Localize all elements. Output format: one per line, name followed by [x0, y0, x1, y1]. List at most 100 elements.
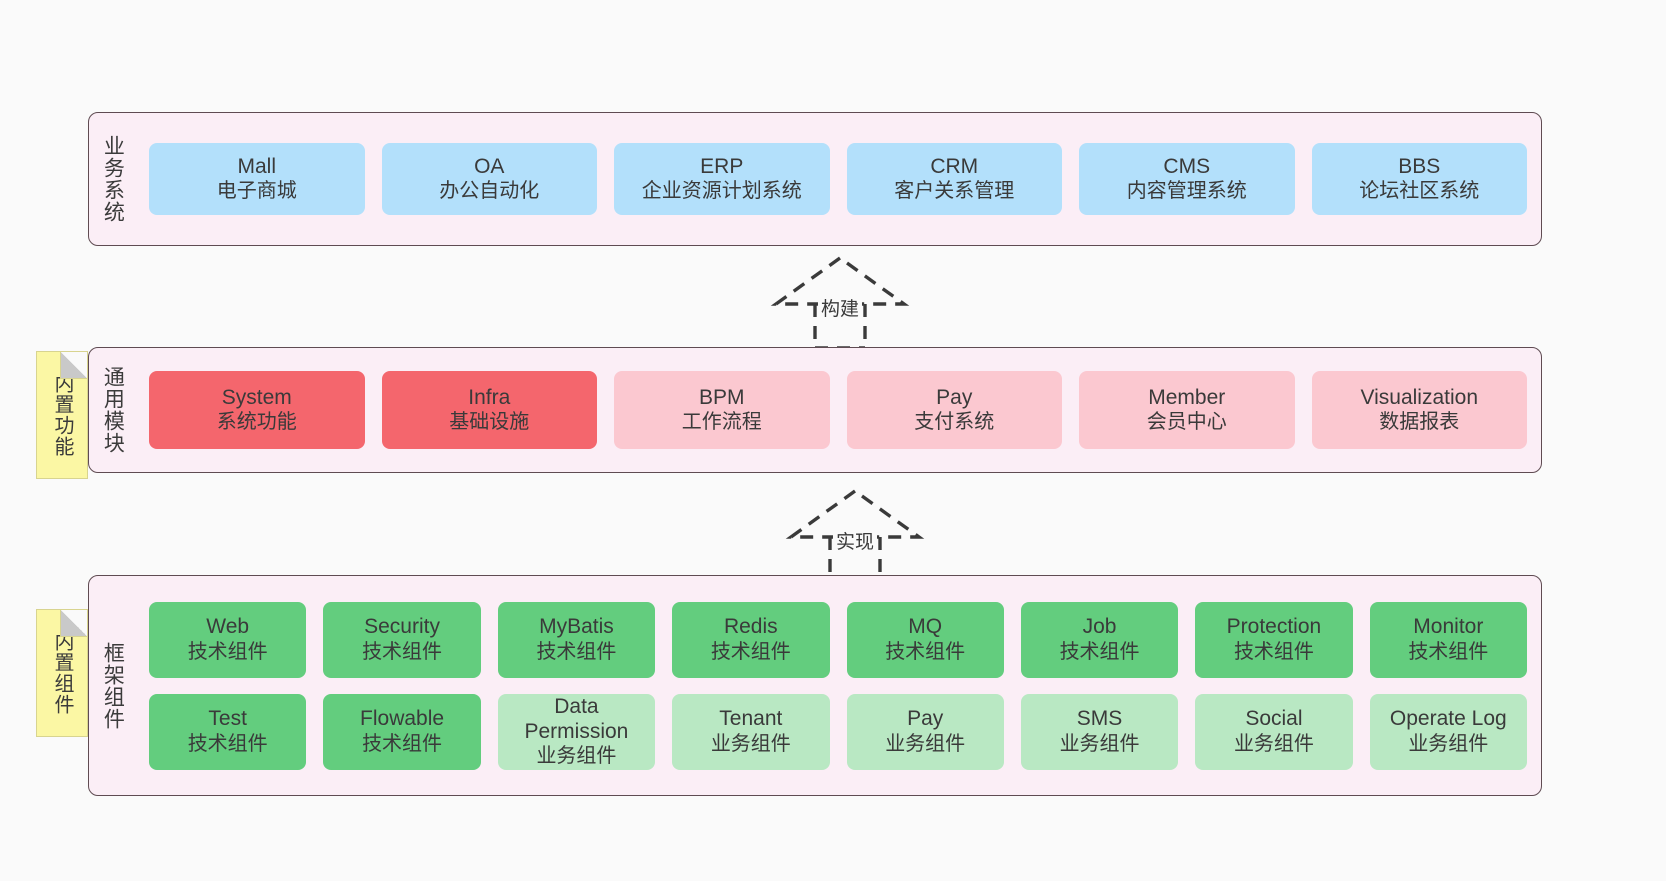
- card-subtitle: 技术组件: [1059, 640, 1140, 663]
- card-redis[interactable]: Redis 技术组件: [672, 601, 830, 678]
- layer-body-common-module: System 系统功能 Infra 基础设施 BPM 工作流程 Pay 支付系统…: [135, 348, 1541, 472]
- card-oa[interactable]: OA 办公自动化: [381, 143, 597, 215]
- card-monitor[interactable]: Monitor 技术组件: [1369, 601, 1527, 678]
- card-title: Monitor: [1413, 615, 1484, 639]
- card-pay[interactable]: Pay 支付系统: [846, 371, 1062, 449]
- card-subtitle: 业务组件: [1059, 732, 1140, 755]
- card-title: Tenant: [719, 707, 783, 731]
- card-flowable[interactable]: Flowable 技术组件: [323, 693, 481, 770]
- card-subtitle: 技术组件: [187, 640, 268, 663]
- card-title: Web: [206, 615, 250, 639]
- note-built-in-component: 内置组件: [36, 609, 88, 737]
- layer-common-module: 通用模块 System 系统功能 Infra 基础设施 BPM 工作流程 Pay…: [88, 347, 1542, 473]
- layer-label-business-system: 业务系统: [101, 135, 125, 223]
- layer-label-framework-component: 框架组件: [101, 641, 125, 730]
- layer-label-common-module: 通用模块: [101, 366, 125, 454]
- note-built-in-feature: 内置功能: [36, 351, 88, 479]
- layer-body-business-system: Mall 电子商城 OA 办公自动化 ERP 企业资源计划系统 CRM 客户关系…: [135, 113, 1541, 245]
- card-subtitle: 基础设施: [449, 411, 530, 434]
- card-subtitle: 技术组件: [362, 640, 443, 663]
- card-protection[interactable]: Protection 技术组件: [1195, 601, 1353, 678]
- card-title: CMS: [1163, 154, 1211, 178]
- card-sms[interactable]: SMS 业务组件: [1020, 693, 1179, 770]
- card-title: Security: [364, 615, 440, 639]
- card-security[interactable]: Security 技术组件: [323, 601, 481, 678]
- card-visualization[interactable]: Visualization 数据报表: [1311, 371, 1527, 449]
- card-subtitle: 技术组件: [187, 732, 268, 755]
- card-title: MyBatis: [539, 615, 614, 639]
- card-bbs[interactable]: BBS 论坛社区系统: [1311, 143, 1527, 215]
- card-subtitle: 论坛社区系统: [1359, 180, 1480, 203]
- card-subtitle: 会员中心: [1146, 411, 1227, 434]
- card-erp[interactable]: ERP 企业资源计划系统: [614, 143, 830, 215]
- card-cms[interactable]: CMS 内容管理系统: [1079, 143, 1295, 215]
- card-title: SMS: [1076, 707, 1123, 731]
- card-title: BPM: [698, 385, 745, 409]
- card-subtitle: 支付系统: [914, 411, 995, 434]
- card-title: Flowable: [360, 707, 445, 731]
- card-title: CRM: [930, 154, 979, 178]
- card-subtitle: 办公自动化: [439, 180, 540, 203]
- card-subtitle: 业务组件: [1233, 732, 1314, 755]
- card-subtitle: 内容管理系统: [1126, 180, 1247, 203]
- card-subtitle: 业务组件: [1408, 732, 1489, 755]
- card-subtitle: 电子商城: [216, 180, 297, 203]
- card-social[interactable]: Social 业务组件: [1195, 693, 1353, 770]
- card-subtitle: 工作流程: [681, 411, 762, 434]
- card-mq[interactable]: MQ 技术组件: [846, 601, 1004, 678]
- card-title: ERP: [700, 154, 744, 178]
- card-pay-business[interactable]: Pay 业务组件: [846, 693, 1004, 770]
- card-crm[interactable]: CRM 客户关系管理: [846, 143, 1062, 215]
- card-mybatis[interactable]: MyBatis 技术组件: [497, 601, 656, 678]
- card-title: Job: [1082, 615, 1117, 639]
- card-row: Mall 电子商城 OA 办公自动化 ERP 企业资源计划系统 CRM 客户关系…: [149, 143, 1527, 215]
- card-title: Operate Log: [1389, 707, 1507, 731]
- card-title: MQ: [908, 615, 943, 639]
- card-subtitle: 技术组件: [536, 640, 617, 663]
- card-member[interactable]: Member 会员中心: [1079, 371, 1295, 449]
- card-title: Pay: [936, 385, 973, 409]
- card-title: Redis: [723, 615, 778, 639]
- layer-body-framework-component: Web 技术组件 Security 技术组件 MyBatis 技术组件 Redi…: [135, 576, 1541, 795]
- card-title: Social: [1245, 707, 1303, 731]
- card-bpm[interactable]: BPM 工作流程: [614, 371, 830, 449]
- card-row: Web 技术组件 Security 技术组件 MyBatis 技术组件 Redi…: [149, 601, 1527, 678]
- card-subtitle: 技术组件: [710, 640, 791, 663]
- card-subtitle: 企业资源计划系统: [641, 180, 802, 203]
- card-subtitle: 技术组件: [362, 732, 443, 755]
- card-title: Pay: [907, 707, 944, 731]
- card-row: System 系统功能 Infra 基础设施 BPM 工作流程 Pay 支付系统…: [149, 371, 1527, 449]
- card-infra[interactable]: Infra 基础设施: [381, 371, 597, 449]
- card-tenant[interactable]: Tenant 业务组件: [672, 693, 830, 770]
- card-subtitle: 系统功能: [216, 411, 297, 434]
- card-system[interactable]: System 系统功能: [149, 371, 365, 449]
- card-title: Visualization: [1360, 385, 1479, 409]
- card-subtitle: 技术组件: [885, 640, 966, 663]
- card-subtitle: 业务组件: [885, 732, 966, 755]
- connector-implement: 实现: [775, 488, 935, 583]
- card-title: OA: [474, 154, 505, 178]
- connector-build: 构建: [760, 255, 920, 350]
- card-title: System: [221, 385, 292, 409]
- card-test[interactable]: Test 技术组件: [149, 693, 307, 770]
- card-subtitle: 技术组件: [1233, 640, 1314, 663]
- card-web[interactable]: Web 技术组件: [149, 601, 307, 678]
- card-title: Mall: [237, 154, 276, 178]
- connector-label: 构建: [817, 298, 863, 321]
- card-title: Member: [1148, 385, 1226, 409]
- card-title: Protection: [1226, 615, 1322, 639]
- card-data-permission[interactable]: Data Permission 业务组件: [497, 693, 656, 770]
- card-subtitle: 客户关系管理: [894, 180, 1015, 203]
- layer-business-system: 业务系统 Mall 电子商城 OA 办公自动化 ERP 企业资源计划系统 CRM…: [88, 112, 1542, 246]
- card-operate-log[interactable]: Operate Log 业务组件: [1369, 693, 1527, 770]
- card-subtitle: 技术组件: [1408, 640, 1489, 663]
- card-title: Test: [208, 707, 247, 731]
- card-subtitle: 业务组件: [536, 745, 617, 768]
- card-subtitle: 业务组件: [710, 732, 791, 755]
- card-mall[interactable]: Mall 电子商城: [149, 143, 365, 215]
- layer-framework-component: 框架组件 Web 技术组件 Security 技术组件 MyBatis 技术组件…: [88, 575, 1542, 796]
- connector-label: 实现: [832, 531, 878, 554]
- card-job[interactable]: Job 技术组件: [1020, 601, 1179, 678]
- card-row: Test 技术组件 Flowable 技术组件 Data Permission …: [149, 693, 1527, 770]
